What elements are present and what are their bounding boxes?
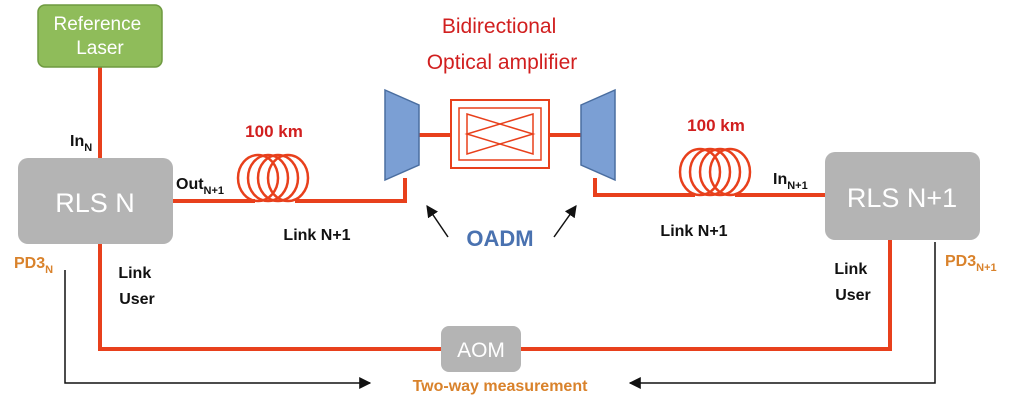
link-user-left-line1: Link (118, 265, 151, 282)
link-left-label: Link N+1 (283, 227, 350, 244)
oadm-right-shape (580, 88, 616, 182)
reference-laser-line1: Reference (54, 14, 142, 35)
fiber-user-link (98, 244, 441, 351)
amplifier-title-line2: Optical amplifier (427, 51, 578, 74)
pd3-n-label: PD3N (14, 255, 53, 276)
measurement-arrow-right (628, 242, 936, 389)
amplifier-title: Bidirectional Optical amplifier (427, 15, 578, 74)
fiber-left-distance: 100 km (245, 122, 303, 141)
link-user-left-label: Link User (118, 265, 155, 308)
fiber-from-right-oadm (593, 178, 695, 197)
fiber-lines (98, 67, 892, 351)
link-user-right-line1: Link (834, 261, 867, 278)
oadm-pointer-arrow-left (426, 205, 449, 238)
in-n-base: In (70, 133, 84, 150)
oadm-label: OADM (466, 226, 533, 251)
reference-laser-line2: Laser (76, 38, 124, 59)
oadm-pointer-arrow-right (553, 205, 577, 238)
fiber-user-link-right (521, 240, 892, 351)
aom-label: AOM (457, 339, 505, 362)
rls-n1-label: RLS N+1 (847, 183, 957, 213)
link-right-label: Link N+1 (660, 223, 727, 240)
in-n-label: InN (70, 133, 92, 154)
rls-n-label: RLS N (55, 188, 135, 218)
oadm-left-shape (384, 88, 420, 182)
out-n1-label: OutN+1 (176, 176, 224, 197)
optical-amplifier-box (450, 99, 550, 169)
measurement-arrow-left (64, 270, 372, 389)
fiber-to-left-oadm (295, 178, 407, 203)
pd3-n-sub: N (45, 264, 53, 276)
amplifier-backward-triangle (464, 112, 534, 156)
link-user-right-label: Link User (834, 261, 871, 304)
rls-n-box: RLS N (18, 158, 173, 244)
pd3-n-base: PD3 (14, 255, 45, 272)
out-n1-base: Out (176, 176, 204, 193)
in-n1-base: In (773, 171, 787, 188)
link-user-right-line2: User (835, 287, 871, 304)
two-way-measurement-label: Two-way measurement (413, 378, 589, 395)
fiber-spool-right (678, 147, 752, 197)
measurement-arrows (64, 205, 936, 389)
out-n1-sub: N+1 (204, 185, 225, 197)
pd3-n1-base: PD3 (945, 253, 976, 270)
amplifier-title-line1: Bidirectional (442, 15, 556, 38)
in-n1-label: InN+1 (773, 171, 808, 192)
reference-laser-label: Reference Laser (54, 14, 147, 59)
rls-n1-box: RLS N+1 (825, 152, 980, 240)
link-user-left-line2: User (119, 291, 155, 308)
reference-laser-box: Reference Laser (37, 4, 163, 68)
in-n1-sub: N+1 (787, 180, 808, 192)
pd3-n1-label: PD3N+1 (945, 253, 997, 274)
fiber-right-distance: 100 km (687, 116, 745, 135)
in-n-sub: N (84, 142, 92, 154)
fiber-spool-left (236, 153, 310, 203)
aom-box: AOM (441, 326, 521, 372)
pd3-n1-sub: N+1 (976, 262, 997, 274)
